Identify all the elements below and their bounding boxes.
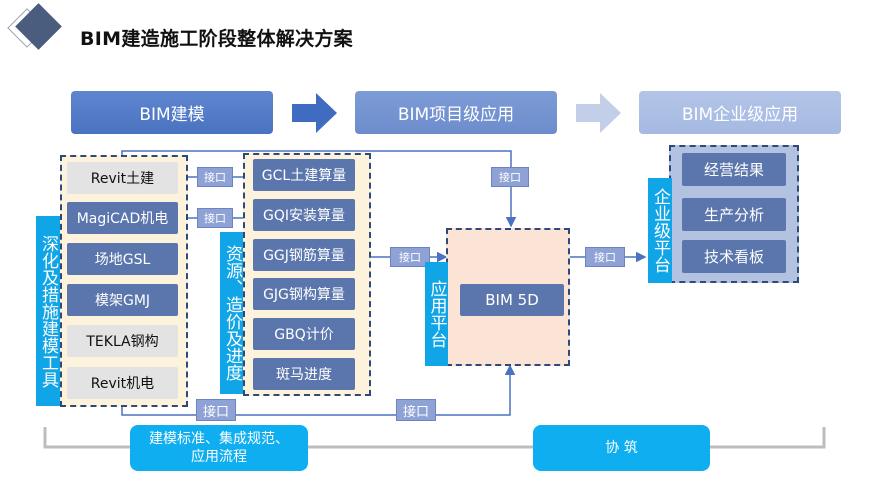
arrow-right-icon: [292, 93, 337, 133]
standards-line-2: 应用流程: [191, 449, 247, 465]
collab-pill: 协 筑: [533, 425, 710, 471]
interface-tag: 接口: [396, 399, 436, 421]
interface-tag: 接口: [585, 247, 625, 267]
app-platform-side-label-text: 应用平台: [426, 280, 447, 348]
tool-magicad-mep: MagiCAD机电: [67, 202, 178, 234]
enterprise-platform-side-label: 企业级平台: [648, 178, 672, 283]
interface-tag: 接口: [491, 167, 529, 187]
tool-tekla-steel: TEKLA钢构: [67, 325, 178, 357]
standards-line-1: 建模标准、集成规范、: [149, 431, 289, 447]
tool-ggj: GGJ钢筋算量: [253, 239, 355, 271]
phase-enterprise-application: BIM企业级应用: [639, 91, 841, 134]
tool-gcl: GCL土建算量: [253, 159, 355, 191]
tool-formwork-gmj: 模架GMJ: [67, 284, 178, 316]
tool-bim-5d: BIM 5D: [460, 284, 564, 316]
page-title: BIM建造施工阶段整体解决方案: [80, 28, 353, 50]
enterprise-item-business-results: 经营结果: [682, 153, 786, 186]
phase-project-application: BIM项目级应用: [355, 91, 557, 134]
tool-gbq: GBQ计价: [253, 318, 355, 350]
cost-tools-group: [243, 153, 371, 396]
tool-revit-structure: Revit土建: [67, 162, 178, 194]
modeling-tools-side-label-text: 深化及措施建模工具: [38, 234, 58, 388]
enterprise-platform-side-label-text: 企业级平台: [650, 188, 670, 273]
cost-tools-side-label: 资源、造价及进度: [220, 232, 244, 394]
interface-tag: 接口: [197, 167, 233, 187]
enterprise-item-tech-dashboard: 技术看板: [682, 240, 786, 273]
enterprise-item-production-analysis: 生产分析: [682, 198, 786, 231]
tool-gqi: GQI安装算量: [253, 199, 355, 231]
standards-pill: 建模标准、集成规范、 应用流程: [130, 425, 308, 471]
app-platform-side-label: 应用平台: [425, 262, 448, 366]
arrow-right-icon: [576, 93, 621, 133]
modeling-tools-group: [60, 155, 188, 407]
tool-zebra-schedule: 斑马进度: [253, 358, 355, 390]
interface-tag: 接口: [390, 247, 430, 267]
interface-tag: 接口: [197, 208, 233, 228]
tool-site-gsl: 场地GSL: [67, 243, 178, 275]
cost-tools-side-label-text: 资源、造价及进度: [222, 245, 242, 381]
interface-tag: 接口: [196, 399, 236, 421]
tool-revit-mep: Revit机电: [67, 367, 178, 399]
modeling-tools-side-label: 深化及措施建模工具: [36, 216, 60, 406]
tool-gjg: GJG钢构算量: [253, 278, 355, 310]
phase-bim-modeling: BIM建模: [71, 91, 273, 134]
